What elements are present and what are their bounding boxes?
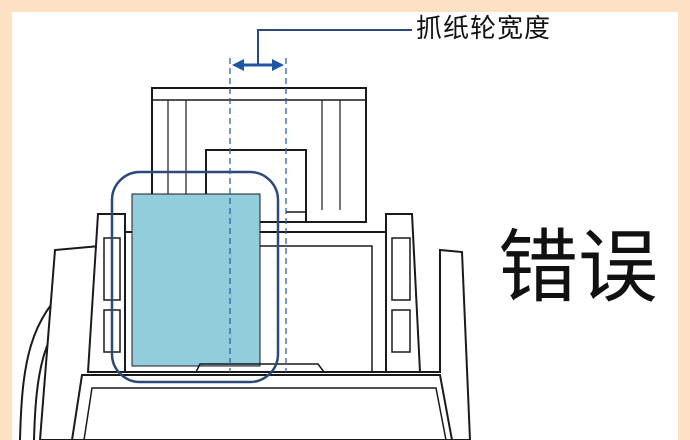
scanner-front-edge <box>71 374 453 440</box>
scanner-front-edge <box>83 387 447 440</box>
tray-latch <box>286 211 307 222</box>
right-paper-guide <box>391 237 411 301</box>
verdict-label: 错误 <box>498 221 658 314</box>
right-paper-guide <box>391 309 411 353</box>
highlight-box <box>110 170 280 384</box>
callout-label: 抓纸轮宽度 <box>416 14 552 44</box>
scanner-body <box>38 244 472 440</box>
paper-sheet <box>131 193 261 367</box>
output-lip <box>195 363 325 373</box>
callout-leader <box>257 29 412 65</box>
